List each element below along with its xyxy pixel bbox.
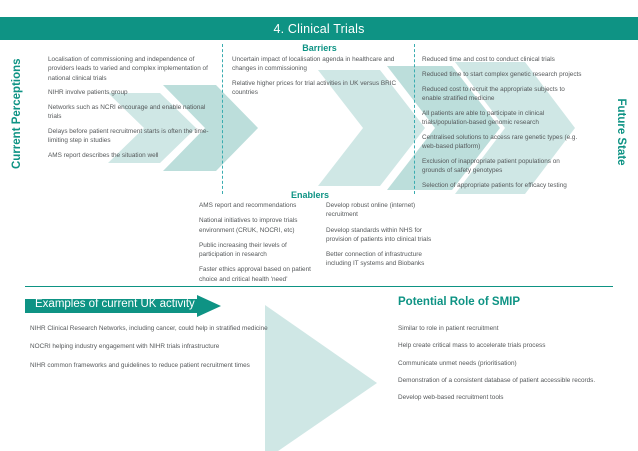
list-item: NOCRI helping industry engagement with N… <box>30 343 220 351</box>
list-item: AMS report and recommendations <box>199 202 297 209</box>
list-item: NIHR Clinical Research Networks, includi… <box>30 325 268 332</box>
list-item: National initiatives to improve trials e… <box>199 217 298 234</box>
list-item: AMS report describes the situation well <box>48 152 159 160</box>
list-item: Faster ethics approval based on patient … <box>199 266 311 283</box>
axis-label-future-state: Future State <box>615 98 627 166</box>
list-item: Reduced time to start complex genetic re… <box>422 70 582 78</box>
divider-barriers-future <box>414 44 415 194</box>
list-barriers: Uncertain impact of localisation agenda … <box>232 55 407 103</box>
list-item: NIHR involve patients group <box>48 89 128 97</box>
section-heading-barriers: Barriers <box>302 43 337 53</box>
uk-activity-banner: Examples of current UK activity <box>25 295 221 317</box>
list-item: Centralised solutions to access rare gen… <box>422 133 578 150</box>
list-item: Similar to role in patient recruitment <box>398 325 499 332</box>
list-item: Demonstration of a consistent database o… <box>398 376 596 384</box>
smip-heading: Potential Role of SMIP <box>398 296 521 308</box>
list-item: Reduced time and cost to conduct clinica… <box>422 56 555 63</box>
section-heading-enablers: Enablers <box>290 190 330 200</box>
list-item: Relative higher prices for trial activit… <box>232 80 397 97</box>
list-item: Selection of appropriate patients for ef… <box>422 181 567 189</box>
list-item: Better connection of infrastructure incl… <box>326 251 425 268</box>
list-item: Delays before patient recruitment starts… <box>48 128 209 145</box>
list-item: Communicate unmet needs (prioritisation) <box>398 359 517 367</box>
list-item: Exclusion of inappropriate patient popul… <box>422 157 560 175</box>
list-item: Develop robust online (internet) recruit… <box>326 202 416 219</box>
axis-label-current-perceptions: Current Perceptions <box>11 58 23 169</box>
uk-activity-banner-label: Examples of current UK activity <box>35 298 195 310</box>
list-item: Uncertain impact of localisation agenda … <box>232 56 395 73</box>
bottom-divider <box>25 286 613 287</box>
list-item: Reduced cost to recruit the appropriate … <box>422 85 565 102</box>
divider-current-barriers <box>222 44 223 194</box>
list-current-perceptions: Localisation of commissioning and indepe… <box>48 55 211 166</box>
page-title: 4. Clinical Trials <box>273 21 365 36</box>
banner-arrow-shape <box>25 295 221 317</box>
list-item: All patients are able to participate in … <box>422 109 545 126</box>
list-item: Localisation of commissioning and indepe… <box>48 56 208 82</box>
list-item: Public increasing their levels of partic… <box>199 241 287 259</box>
list-item: Develop standards within NHS for provisi… <box>326 226 432 243</box>
list-uk-activity: NIHR Clinical Research Networks, includi… <box>30 324 360 379</box>
list-enablers-right: Develop robust online (internet) recruit… <box>326 201 444 275</box>
list-item: Networks such as NCRI encourage and enab… <box>48 104 206 121</box>
list-item: Help create critical mass to accelerate … <box>398 342 546 350</box>
list-item: Develop web-based recruitment tools <box>398 394 504 402</box>
slide-title-bar: 4. Clinical Trials <box>0 17 638 40</box>
list-future-state: Reduced time and cost to conduct clinica… <box>422 55 584 196</box>
list-item: NIHR common frameworks and guidelines to… <box>30 361 250 369</box>
